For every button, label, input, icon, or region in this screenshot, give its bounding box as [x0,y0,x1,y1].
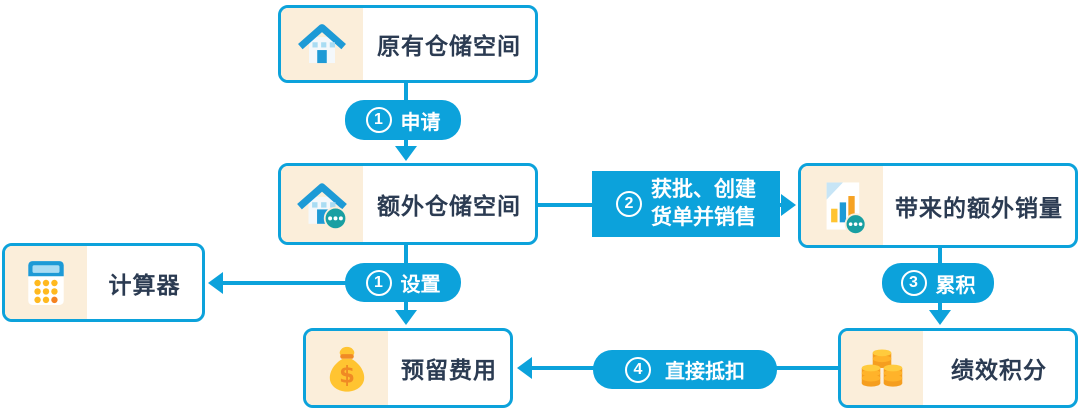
step-apply-pill: 1 申请 [345,100,461,140]
step-label: 设置 [400,274,441,296]
node-extra-sales: 带来的额外销量 [798,163,1078,248]
node-additional-space: 额外仓储空间 [278,163,538,245]
arrowhead-left-calculator [208,272,223,294]
calculator-icon [5,246,87,319]
money-bag-icon: $ [306,331,388,405]
node-label: 计算器 [108,271,181,298]
step-approve-label: 2 获批、创建 货单并销售 [592,171,780,237]
coins-icon [841,331,923,405]
chart-doc-ellipsis-icon [801,166,883,245]
house-ellipsis-icon [281,166,363,242]
step-label: 申请 [400,111,441,134]
step-label-line1: 获批、创建 [651,177,756,201]
node-label: 预留费用 [401,357,497,383]
node-original-space: 原有仓储空间 [278,5,538,83]
step-setup-pill: 1 设置 [345,263,461,302]
arrowhead-down-additional [395,146,417,161]
arrowhead-left-reserved [517,357,532,379]
node-performance-points: 绩效积分 [838,328,1078,408]
arrowhead-right-sales [781,194,796,216]
step-label: 直接抵扣 [665,361,745,383]
step-label: 累积 [935,274,976,297]
step-label-line2: 货单并销售 [651,206,756,229]
arrowhead-down-reserved [395,310,417,325]
node-label: 带来的额外销量 [895,194,1063,221]
step-number-badge: 2 [616,191,642,217]
connector-setup-to-calculator [221,281,347,285]
step-deduct-pill: 4 直接抵扣 [593,350,777,389]
node-label: 绩效积分 [951,357,1047,383]
node-label: 原有仓储空间 [377,33,521,59]
house-icon [281,8,363,80]
step-number-badge: 1 [365,107,392,133]
node-label: 额外仓储空间 [377,193,521,219]
svg-text:$: $ [339,362,355,388]
step-number-badge: 3 [900,270,927,296]
step-number-badge: 1 [365,269,392,296]
step-number-badge: 4 [625,356,651,383]
node-reserved-fee: $ 预留费用 [303,328,513,408]
arrowhead-down-points [929,310,951,325]
step-accumulate-pill: 3 累积 [882,263,994,303]
node-calculator: 计算器 [2,243,205,322]
